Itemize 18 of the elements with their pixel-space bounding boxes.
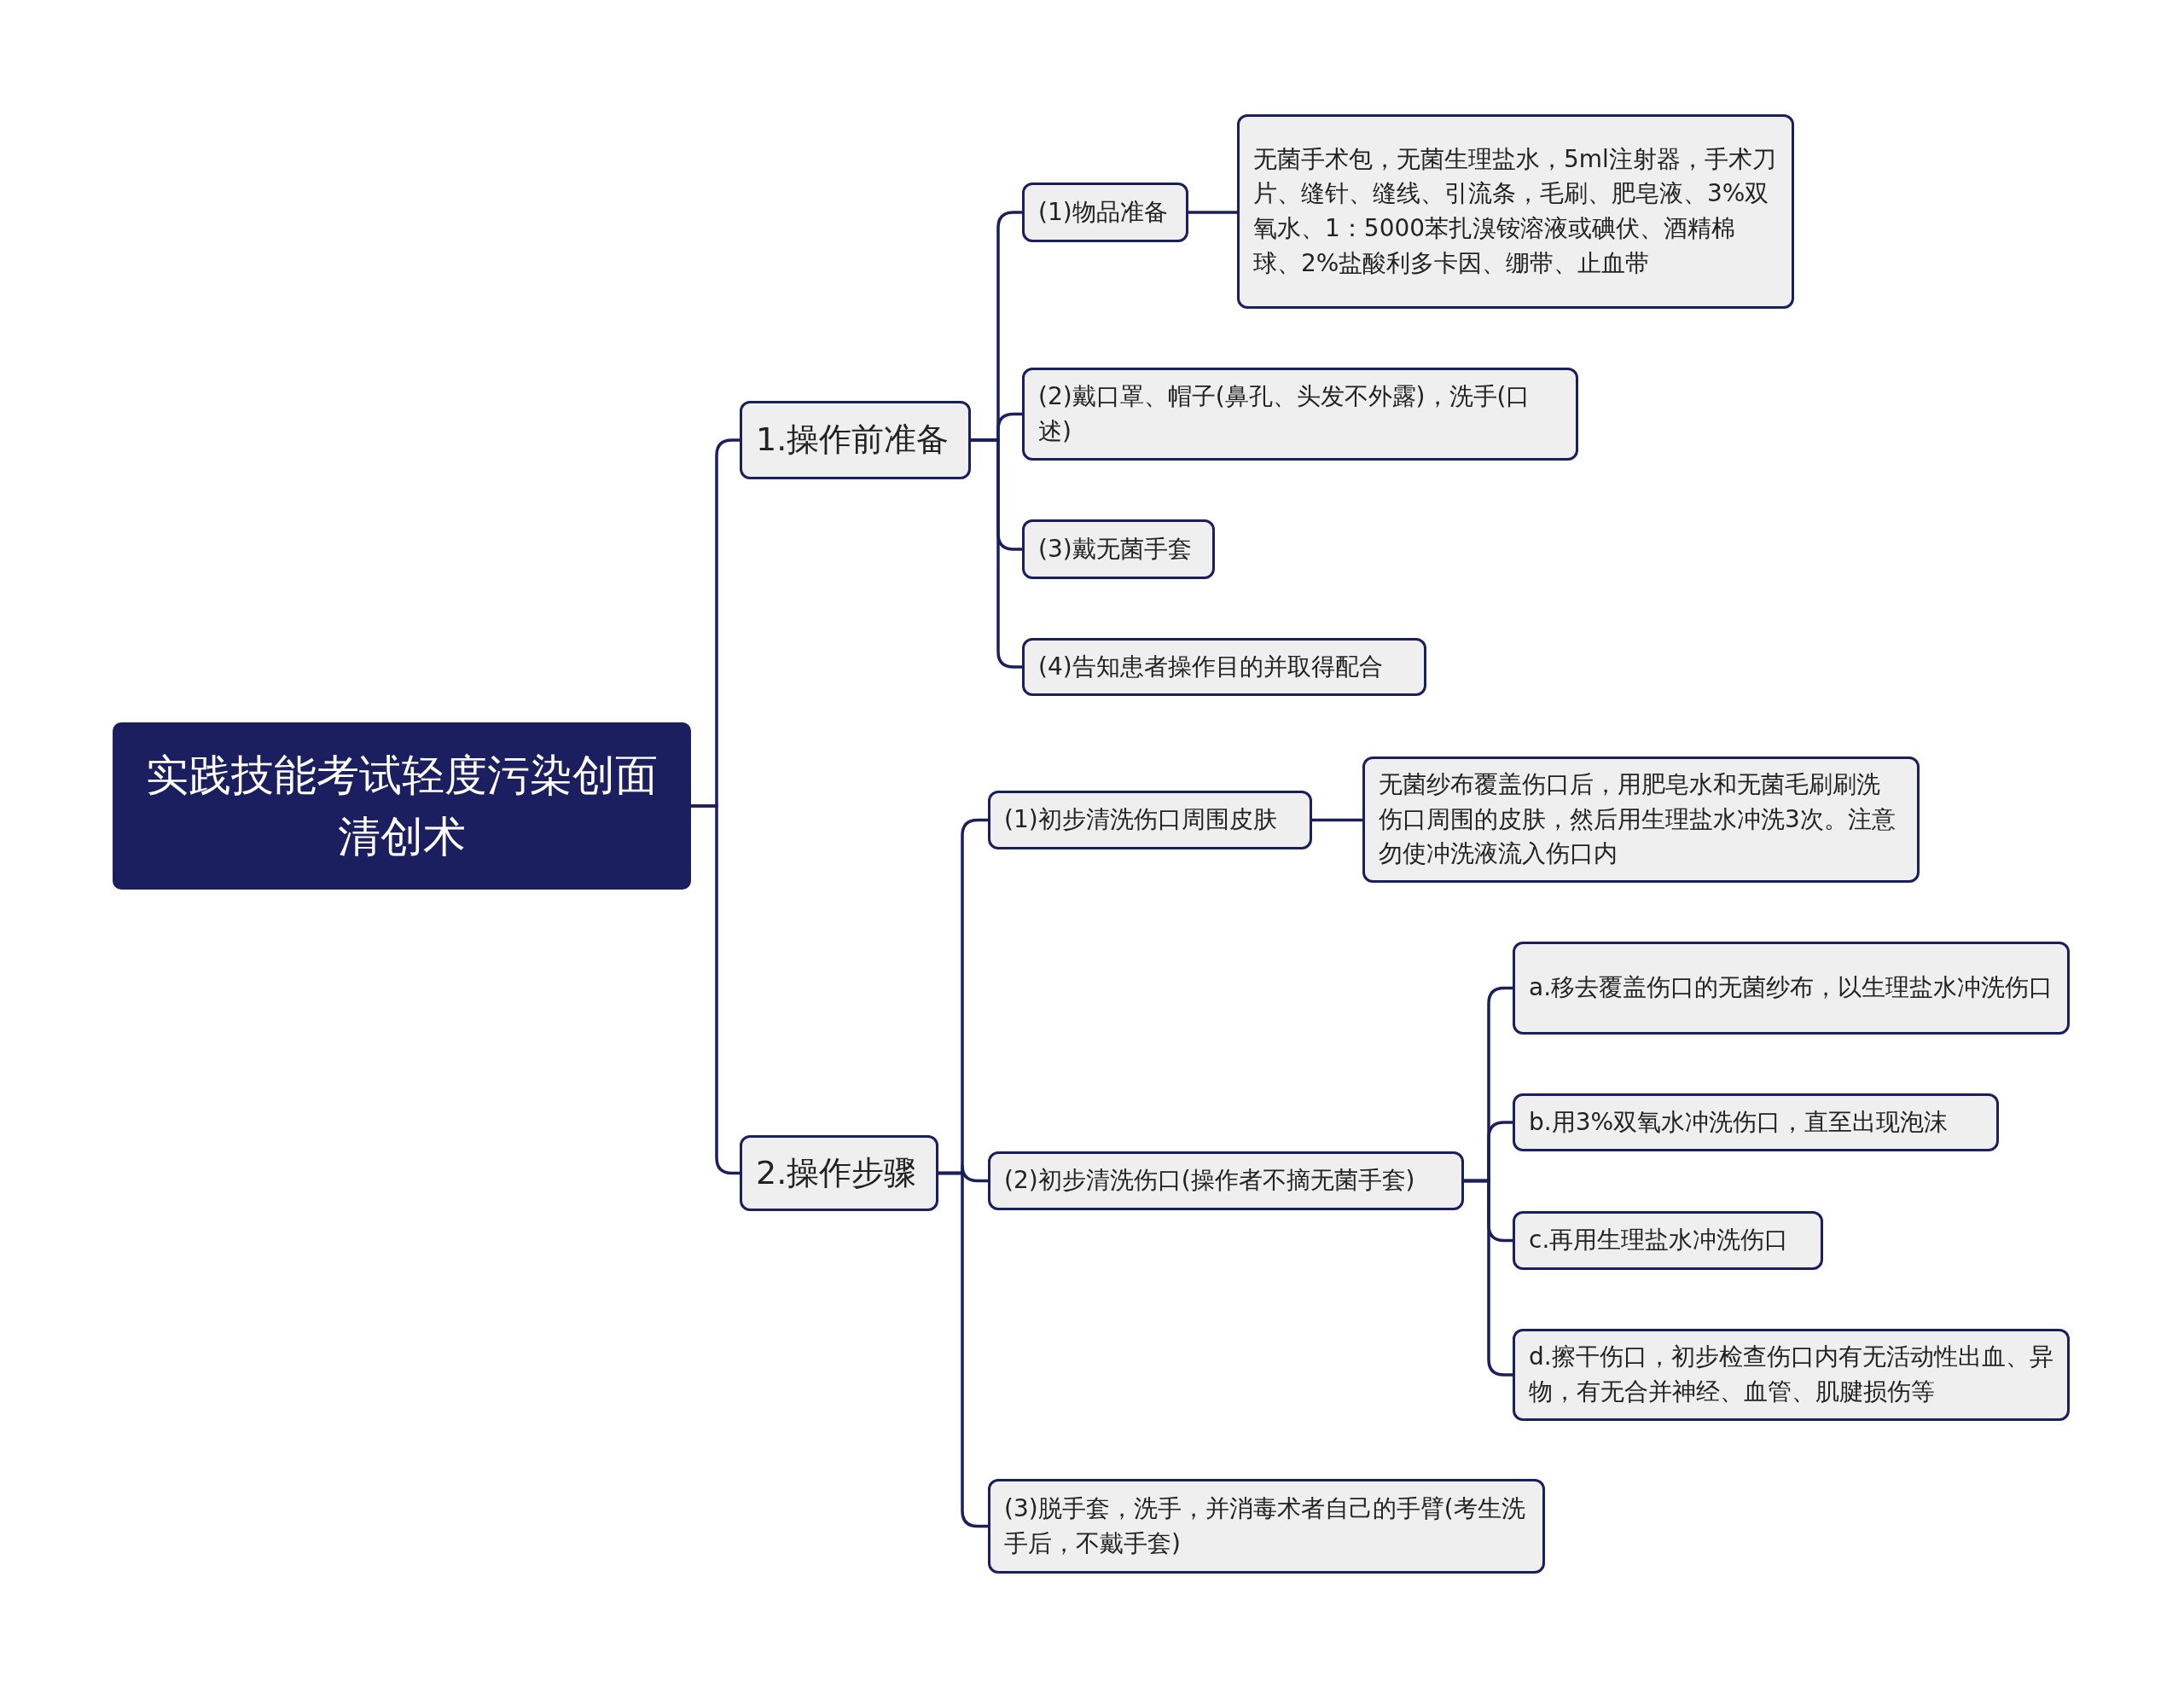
detail-box: 无菌纱布覆盖伤口后，用肥皂水和无菌毛刷刷洗伤口周围的皮肤，然后用生理盐水冲洗3次。注意勿使冲洗液流入伤口内: [1362, 757, 1920, 883]
detail-box: d.擦干伤口，初步检查伤口内有无活动性出血、异物，有无合并神经、血管、肌腱损伤等: [1513, 1329, 2070, 1421]
detail-box: 无菌手术包，无菌生理盐水，5ml注射器，手术刀片、缝针、缝线、引流条，毛刷、肥皂液、3%双氧水、1：5000苯扎溴铵溶液或碘伏、酒精棉球、2%盐酸利多卡因、绷带、止血带: [1237, 114, 1794, 309]
subtopic-box: (2)初步清洗伤口(操作者不摘无菌手套): [988, 1151, 1464, 1210]
detail-box: a.移去覆盖伤口的无菌纱布，以生理盐水冲洗伤口: [1513, 942, 2070, 1035]
subtopic-box: (1)物品准备: [1022, 183, 1188, 242]
subtopic-box: (3)脱手套，洗手，并消毒术者自己的手臂(考生洗手后，不戴手套): [988, 1479, 1545, 1574]
subtopic-box: (3)戴无菌手套: [1022, 519, 1215, 579]
subtopic-box: (1)初步清洗伤口周围皮肤: [988, 791, 1312, 849]
root-topic-box: 实践技能考试轻度污染创面清创术: [113, 722, 691, 890]
connector-line: [1188, 211, 1237, 214]
connector-line: [1312, 818, 1362, 822]
branch-topic-box: 2.操作步骤: [740, 1135, 938, 1211]
detail-box: b.用3%双氧水冲洗伤口，直至出现泡沫: [1513, 1093, 1999, 1151]
branch-topic-box: 1.操作前准备: [740, 401, 971, 479]
subtopic-box: (4)告知患者操作目的并取得配合: [1022, 638, 1426, 696]
detail-box: c.再用生理盐水冲洗伤口: [1513, 1211, 1823, 1270]
subtopic-box: (2)戴口罩、帽子(鼻孔、头发不外露)，洗手(口述): [1022, 368, 1578, 461]
